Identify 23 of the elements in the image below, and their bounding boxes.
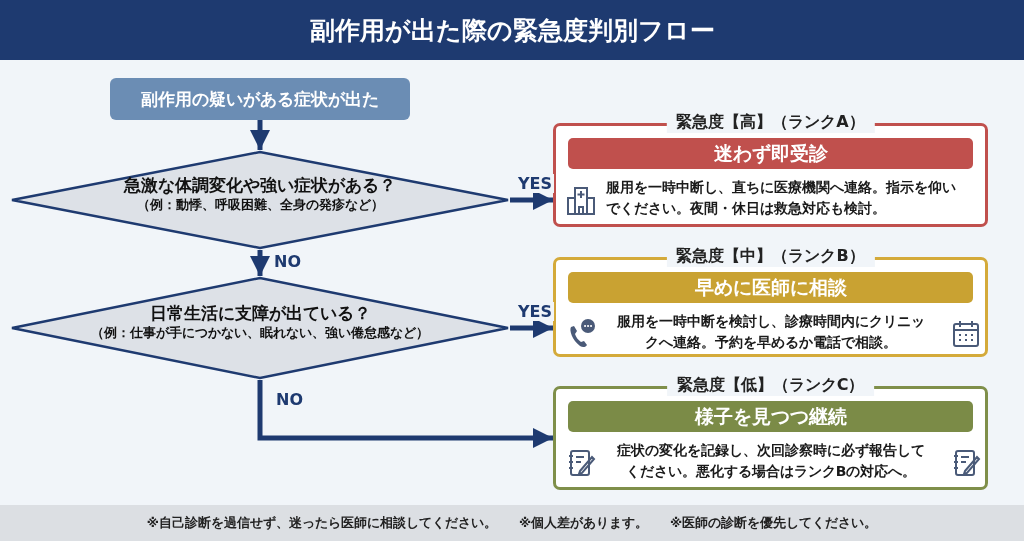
footnote: ※自己診断を過信せず、迷ったら医師に相談してください。	[146, 514, 497, 532]
action-banner: 早めに医師に相談	[568, 272, 973, 303]
urgency-heading: 緊急度【中】（ランクB）	[666, 246, 875, 267]
edge-label: YES	[516, 174, 555, 193]
footnote: ※個人差があります。	[518, 514, 649, 532]
title-banner: 副作用が出た際の緊急度判別フロー	[0, 0, 1024, 60]
edge-label: YES	[516, 302, 555, 321]
footnote: ※医師の診断を優先してください。	[670, 514, 878, 532]
urgency-heading: 緊急度【高】（ランクA）	[666, 112, 875, 133]
question-text: 急激な体調変化や強い症状がある？	[122, 175, 397, 197]
advice-text: 服用を一時中断を検討し、診療時間内にクリニックへ連絡。予約を早めるか電話で相談。	[616, 312, 926, 352]
advice-text: 症状の変化を記録し、次回診察時に必ず報告してください。悪化する場合はランクBの対応へ。	[616, 441, 926, 481]
arrow	[250, 120, 270, 150]
question-text: 日常生活に支障が出ている？	[148, 303, 372, 325]
arrow	[250, 250, 270, 276]
arrow	[257, 380, 553, 448]
start-box: 副作用の疑いがある症状が出た	[110, 78, 410, 120]
action-banner: 様子を見つつ継続	[568, 401, 973, 432]
example-text: （例：動悸、呼吸困難、全身の発疹など）	[135, 197, 385, 214]
urgency-heading: 緊急度【低】（ランクC）	[666, 375, 875, 396]
action-banner: 迷わず即受診	[568, 138, 973, 169]
example-text: （例：仕事が手につかない、眠れない、強い倦怠感など）	[90, 325, 430, 342]
advice-text: 服用を一時中断し、直ちに医療機関へ連絡。指示を仰いでください。夜間・休日は救急対応も検討。	[606, 178, 957, 218]
